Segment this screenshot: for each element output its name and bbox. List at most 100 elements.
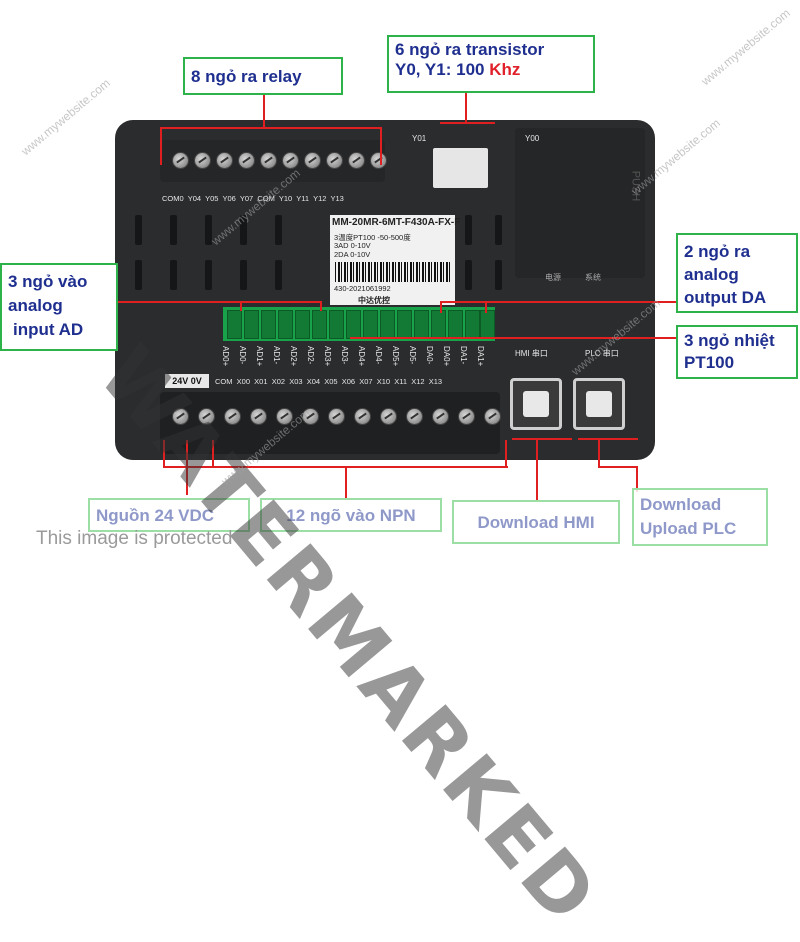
terminal-screw xyxy=(250,408,267,425)
terminal-pin xyxy=(312,310,327,339)
callout-analog-input-line2: analog xyxy=(8,296,63,315)
callout-pt100-line1: 3 ngỏ nhiệt xyxy=(684,331,775,350)
analog-terminal-label: AD2+ xyxy=(289,346,298,367)
callout-relay-text: 8 ngỏ ra relay xyxy=(191,67,302,86)
callout-analog-output: 2 ngỏ ra analog output DA xyxy=(676,233,798,313)
terminal-screw xyxy=(260,152,277,169)
terminal-screw xyxy=(224,408,241,425)
callout-npn-text: 12 ngõ vào NPN xyxy=(286,506,416,525)
analog-terminal-label: AD3+ xyxy=(323,346,332,367)
terminal-screw xyxy=(172,408,189,425)
callout-hmi-text: Download HMI xyxy=(477,513,595,532)
terminal-pin xyxy=(278,310,293,339)
site-watermark: www.mywebsite.com xyxy=(698,5,793,89)
terminal-screw xyxy=(354,408,371,425)
terminal-pin xyxy=(346,310,361,339)
site-watermark: www.mywebsite.com xyxy=(18,75,113,159)
vent xyxy=(495,260,502,290)
power-leader-line xyxy=(186,440,188,495)
input-leader-line xyxy=(505,440,507,468)
terminal-screw xyxy=(304,152,321,169)
vent xyxy=(240,260,247,290)
callout-analog-output-line2: analog xyxy=(684,265,739,284)
analog-terminal-label: DA1- xyxy=(459,346,468,365)
plc-usb-port xyxy=(573,378,625,430)
callout-pt100: 3 ngỏ nhiệt PT100 xyxy=(676,325,798,379)
vent xyxy=(275,215,282,245)
pt100-leader-line xyxy=(350,337,680,339)
plc-port-label: PLC 串口 xyxy=(585,349,619,358)
terminal-pin xyxy=(261,310,276,339)
vent xyxy=(465,215,472,245)
analog-terminal-label: AD4+ xyxy=(357,346,366,367)
callout-npn-inputs: 12 ngõ vào NPN xyxy=(260,498,442,532)
terminal-pin xyxy=(480,310,495,339)
analog-terminal-label: AD5+ xyxy=(391,346,400,367)
terminal-screw xyxy=(194,152,211,169)
terminal-screw xyxy=(276,408,293,425)
top-terminal-labels: COM0 Y04 Y05 Y06 Y07 COM Y10 Y11 Y12 Y13 xyxy=(162,194,344,203)
analog-terminal-label: AD1+ xyxy=(255,346,264,367)
analog-terminal-label: AD4- xyxy=(374,346,383,365)
analog-terminal-label: AD0- xyxy=(238,346,247,365)
vent xyxy=(205,215,212,245)
terminal-screw xyxy=(172,152,189,169)
model-number: MM-20MR-6MT-F430A-FX-F xyxy=(332,217,461,228)
callout-plc-line2: Upload PLC xyxy=(640,519,737,538)
terminal-screw xyxy=(326,152,343,169)
terminal-screw xyxy=(484,408,501,425)
plc-leader-line xyxy=(598,466,638,468)
analog-in-leader-line xyxy=(240,301,242,311)
callout-transistor-line2: Y0, Y1: 100 Khz xyxy=(395,60,587,80)
y01-connector xyxy=(433,148,488,188)
hmi-leader-line xyxy=(512,438,572,440)
relay-leader-line xyxy=(160,127,162,165)
callout-analog-output-line3: output DA xyxy=(684,288,767,307)
relay-leader-line xyxy=(263,93,265,128)
analog-out-leader-line xyxy=(440,301,442,313)
terminal-pin xyxy=(448,310,463,339)
protected-notice: This image is protected xyxy=(36,528,233,549)
serial-number: 430-2021061992 xyxy=(334,284,391,293)
terminal-pin xyxy=(244,310,259,339)
analog-terminal-label: AD3- xyxy=(340,346,349,365)
vent xyxy=(275,260,282,290)
terminal-screw xyxy=(216,152,233,169)
transistor-leader-line xyxy=(465,93,467,123)
analog-terminal-label: AD2- xyxy=(306,346,315,365)
push-cover xyxy=(515,128,645,278)
callout-relay: 8 ngỏ ra relay xyxy=(183,57,343,95)
callout-transistor: 6 ngỏ ra transistor Y0, Y1: 100 Khz xyxy=(387,35,595,93)
power-leader-line xyxy=(212,440,214,468)
input-leader-line xyxy=(163,466,508,468)
terminal-pin xyxy=(465,310,480,339)
terminal-pin xyxy=(414,310,429,339)
terminal-screw xyxy=(238,152,255,169)
vent xyxy=(495,215,502,245)
system-led-label: 系统 xyxy=(585,273,601,282)
terminal-screw xyxy=(302,408,319,425)
plc-leader-line xyxy=(636,466,638,492)
terminal-screw xyxy=(458,408,475,425)
sticker-spec-da: 2DA 0-10V xyxy=(334,250,371,259)
model-sticker: MM-20MR-6MT-F430A-FX-F 3温度PT100 -50-500度… xyxy=(330,215,460,305)
callout-download-hmi: Download HMI xyxy=(452,500,620,544)
bottom-terminal-labels: COM X00 X01 X02 X03 X04 X05 X06 X07 X10 … xyxy=(215,377,443,386)
callout-plc-line1: Download xyxy=(640,495,722,514)
hmi-usb-port xyxy=(510,378,562,430)
callout-power: Nguồn 24 VDC xyxy=(88,498,250,532)
terminal-pin xyxy=(397,310,412,339)
terminal-pin xyxy=(329,310,344,339)
vent xyxy=(170,260,177,290)
callout-power-text: Nguồn 24 VDC xyxy=(96,506,215,525)
vent xyxy=(240,215,247,245)
callout-transistor-line1: 6 ngỏ ra transistor xyxy=(395,40,545,59)
terminal-screw xyxy=(406,408,423,425)
terminal-screw xyxy=(370,152,387,169)
analog-terminal-label: AD1- xyxy=(272,346,281,365)
power-led-label: 电源 xyxy=(545,273,561,282)
analog-in-leader-line xyxy=(320,301,322,311)
callout-analog-input-line3: input AD xyxy=(13,320,84,339)
callout-pt100-line2: PT100 xyxy=(684,353,735,372)
vent xyxy=(135,215,142,245)
